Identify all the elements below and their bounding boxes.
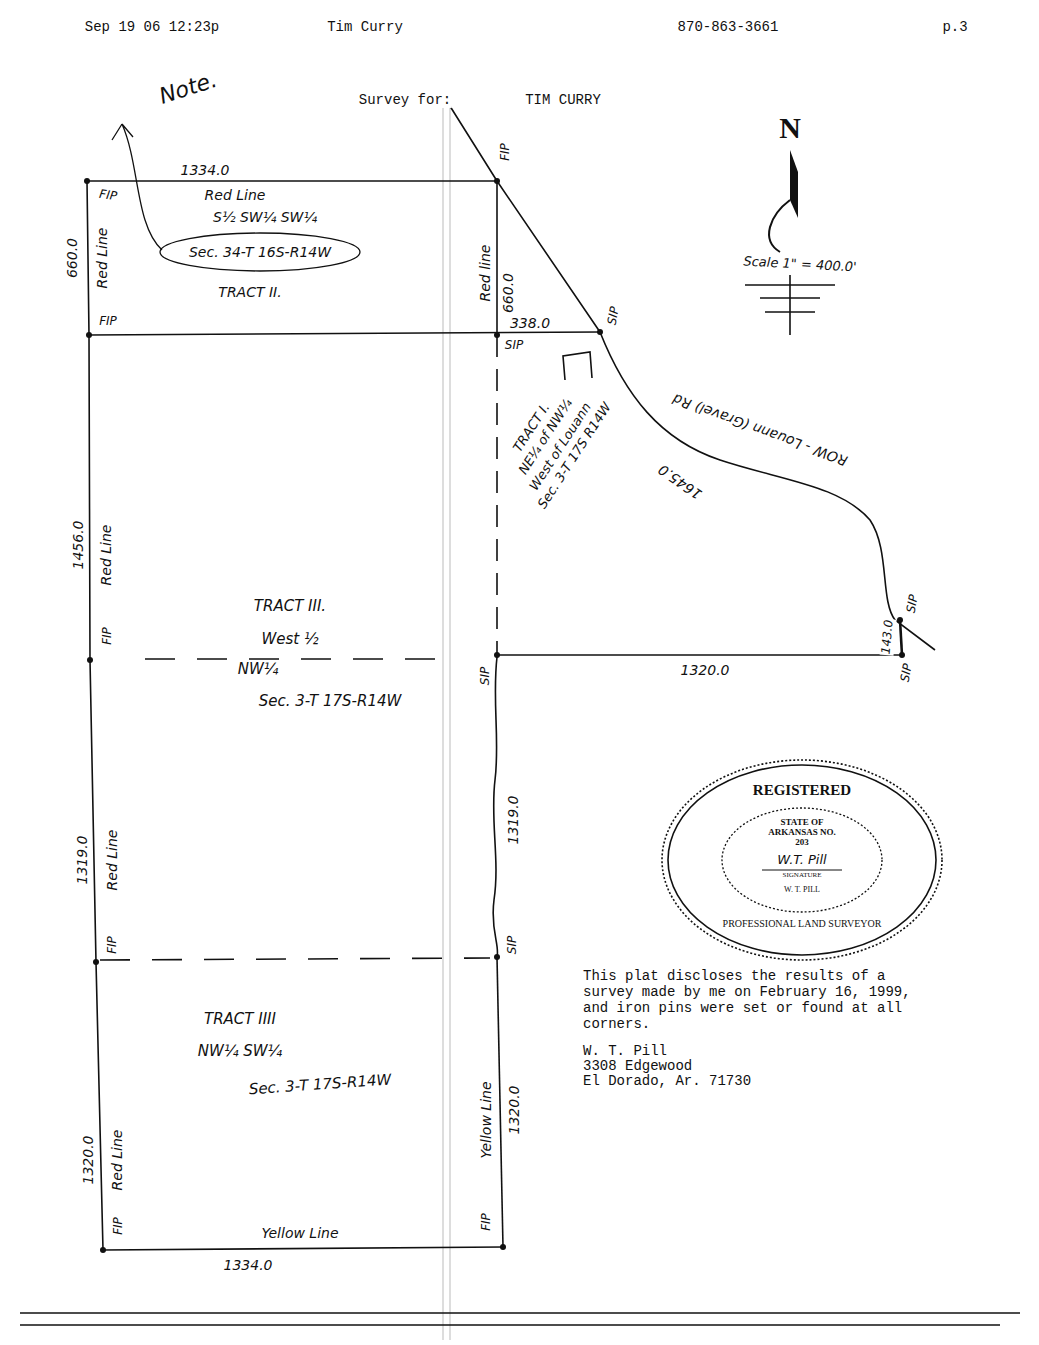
seal-text: STATE OF ARKANSAS NO. 203 <box>762 817 842 847</box>
tract-label: NW¼ <box>237 661 280 678</box>
dimension: 1456.0 <box>70 520 86 571</box>
seal-text: PROFESSIONAL LAND SURVEYOR <box>723 918 882 929</box>
pin-label: FIP <box>101 626 115 646</box>
survey-title: Survey for: <box>358 92 452 108</box>
pin-label: FIP <box>480 1212 494 1232</box>
dimension: 1319.0 <box>74 835 90 886</box>
dimension: 660.0 <box>64 237 80 279</box>
road-label: ROW - Louann (Gravel) Rd <box>670 391 851 470</box>
signature-line <box>762 870 842 871</box>
dimension: 338.0 <box>509 315 551 331</box>
boundary-line <box>496 181 498 335</box>
dimension: 143.0 <box>880 618 897 655</box>
boundary-line <box>497 654 902 656</box>
seal-ring <box>668 765 936 955</box>
dimension: 1319.0 <box>505 795 521 846</box>
tract-label: Sec. 3-T 17S-R14W <box>247 1071 393 1098</box>
signature: W.T. Pill <box>777 853 826 868</box>
scale-bar <box>760 297 820 299</box>
dimension: 1320.0 <box>80 1135 96 1186</box>
scale-bar <box>745 284 835 286</box>
boundary-line <box>89 332 600 335</box>
seal-text: SIGNATURE <box>783 872 822 880</box>
fax-streak <box>450 92 451 1340</box>
iron-pins <box>84 178 905 1253</box>
surveyor-address: El Dorado, Ar. 71730 <box>582 1073 752 1089</box>
line-label: Red Line <box>94 227 110 290</box>
seal-ring <box>662 760 942 960</box>
pin-label: FIP <box>499 142 513 162</box>
road-line <box>600 332 935 650</box>
scale-bar <box>765 311 815 313</box>
fax-header: Sep 19 06 12:23p <box>84 19 220 35</box>
pin-label: SIP <box>506 935 520 955</box>
dimension: 1320.0 <box>680 662 731 678</box>
certificate-text: This plat discloses the results of a sur… <box>582 968 919 1032</box>
dimension: 1334.0 <box>223 1257 274 1273</box>
pin-label: FIP <box>97 188 118 204</box>
scale-label: Scale 1" = 400.0' <box>742 255 858 276</box>
tract-label: Sec. 34-T 16S-R14W <box>188 244 332 260</box>
pin-label: SIP <box>904 593 921 615</box>
boundary-line <box>87 181 103 1250</box>
fax-header: Tim Curry <box>326 19 404 35</box>
line-label: Red Line <box>98 524 114 587</box>
building-outline <box>563 352 592 380</box>
line-label: Red Line <box>104 829 120 892</box>
boundary-line <box>443 95 600 332</box>
tract-label: TRACT II. <box>217 284 282 300</box>
note-text: Note. <box>155 67 221 110</box>
tract-label: NW¼ SW¼ <box>197 1043 283 1060</box>
fax-header: 870-863-3661 <box>677 19 780 35</box>
dimension: 1645.0 <box>654 461 705 503</box>
pin-label: FIP <box>106 935 120 955</box>
boundary-line <box>87 180 497 182</box>
survey-title: TIM CURRY <box>524 92 602 108</box>
tract-label: TRACT IIII <box>203 1011 277 1028</box>
tract-label: S½ SW¼ SW¼ <box>212 209 318 225</box>
north-arrow <box>789 275 791 335</box>
fax-header: p.3 <box>941 19 968 35</box>
seal-text: REGISTERED <box>753 782 851 799</box>
seal-ring <box>722 808 882 912</box>
surveyor-seal: REGISTERED STATE OF ARKANSAS NO. 203W.T. … <box>657 755 947 965</box>
north-arrow <box>790 150 798 218</box>
dashed-line <box>496 335 498 655</box>
boundary-line <box>497 957 503 1247</box>
boundary-line <box>900 620 902 655</box>
pin-label: SIP <box>479 666 493 686</box>
tract-label: West ½ <box>260 631 319 648</box>
note-circle <box>160 233 360 271</box>
dashed-line <box>145 658 455 660</box>
dimension: 660.0 <box>500 272 516 314</box>
note-leader <box>112 124 162 250</box>
fax-streak <box>443 92 444 1340</box>
line-label: Red line <box>477 244 493 303</box>
dimension: 1320.0 <box>506 1085 522 1136</box>
boundary-line <box>493 657 498 957</box>
boundary-line <box>103 1247 503 1250</box>
pin-label: FIP <box>112 1216 126 1236</box>
north-label: N <box>778 111 802 146</box>
surveyor-address: W. T. Pill <box>582 1043 668 1059</box>
line-label: Yellow Line <box>478 1080 494 1159</box>
north-arrow <box>769 200 790 252</box>
dimension: 1334.0 <box>180 162 231 178</box>
seal-text: W. T. PILL <box>784 886 820 895</box>
tract-label: TRACT III. <box>253 598 327 615</box>
pin-label: SIP <box>605 305 622 327</box>
pin-label: SIP <box>504 339 524 353</box>
line-label: Red Line <box>109 1129 125 1192</box>
line-label: Yellow Line <box>260 1225 339 1241</box>
pin-label: SIP <box>898 662 915 684</box>
tract-label: Sec. 3-T 17S-R14W <box>258 693 403 710</box>
page-rule <box>20 1324 1000 1326</box>
surveyor-address: 3308 Edgewood <box>582 1058 693 1074</box>
dashed-line <box>100 958 490 960</box>
pin-label: FIP <box>98 315 118 329</box>
page-rule <box>20 1312 1020 1314</box>
line-label: Red Line <box>204 187 267 203</box>
